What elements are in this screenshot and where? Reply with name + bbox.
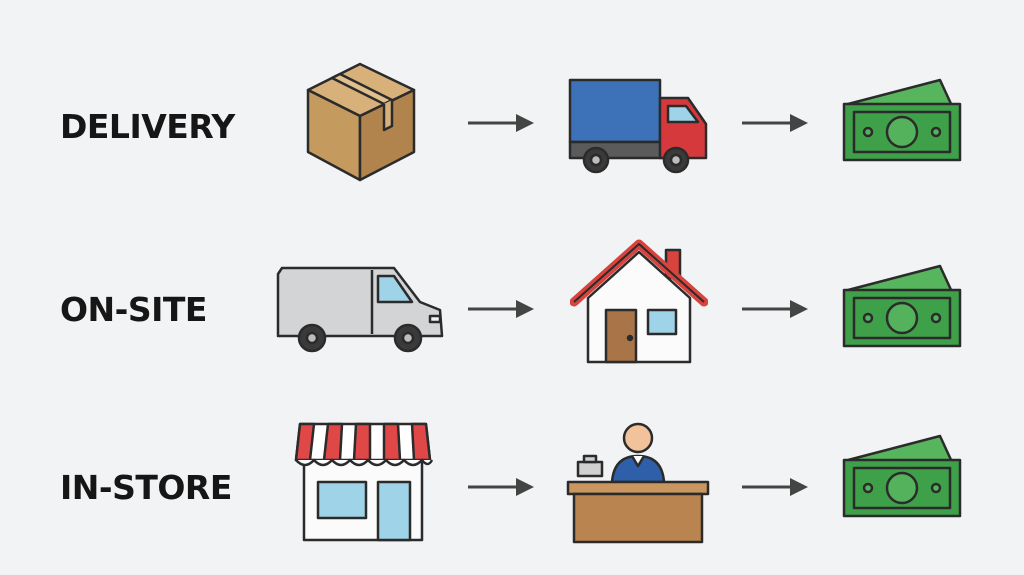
arrow-icon: [468, 114, 534, 132]
house-icon: [570, 239, 708, 364]
row-label-in-store: IN-STORE: [60, 468, 232, 507]
truck-icon: [568, 78, 708, 174]
box-icon: [306, 62, 416, 182]
arrow-icon: [742, 114, 808, 132]
arrow-icon: [468, 300, 534, 318]
cashier-counter-icon: [566, 422, 710, 544]
van-icon: [276, 266, 444, 353]
row-label-delivery: DELIVERY: [60, 107, 235, 146]
row-label-on-site: ON-SITE: [60, 290, 207, 329]
arrow-icon: [742, 300, 808, 318]
arrow-icon: [468, 478, 534, 496]
cash-icon: [842, 434, 962, 518]
cash-icon: [842, 78, 962, 162]
arrow-icon: [742, 478, 808, 496]
storefront-icon: [294, 422, 434, 542]
cash-icon: [842, 264, 962, 348]
